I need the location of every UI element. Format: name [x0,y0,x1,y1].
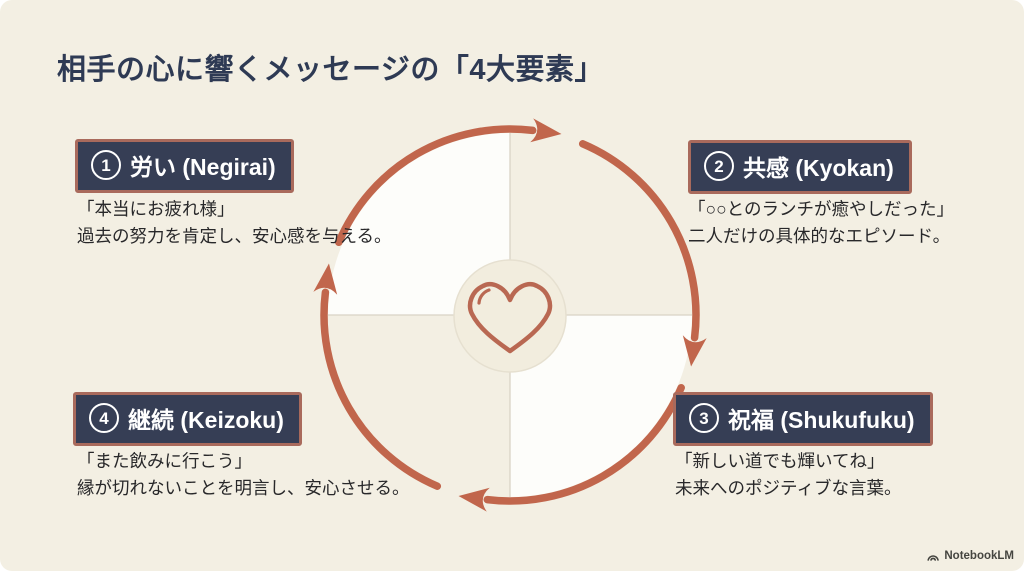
desc-line: 未来へのポジティブな言葉。 [675,478,902,498]
cycle-arrow-bottom [458,383,685,512]
element-label-kyokan: 共感 (Kyokan) [743,155,894,181]
element-label-keizoku: 継続 (Keizoku) [128,407,284,433]
element-box-negirai: 1 労い (Negirai) [75,139,294,193]
quote-line: 「また飲みに行こう」 [77,451,252,471]
circled-number-4: 4 [89,403,119,433]
circled-number-2: 2 [704,151,734,181]
circled-number-3: 3 [689,403,719,433]
notebooklm-watermark: NotebookLM [926,549,1014,562]
element-box-kyokan: 2 共感 (Kyokan) [688,140,912,194]
notebooklm-icon [927,555,940,561]
desc-line: 二人だけの具体的なエピソード。 [688,226,951,246]
quote-line: 「新しい道でも輝いてね」 [675,451,885,471]
notebooklm-label: NotebookLM [944,549,1014,562]
element-desc-shukufuku: 「新しい道でも輝いてね」 未来へのポジティブな言葉。 [675,448,901,502]
element-box-keizoku: 4 継続 (Keizoku) [73,392,302,446]
element-desc-negirai: 「本当にお疲れ様」 過去の努力を肯定し、安心感を与える。 [77,196,391,250]
element-desc-kyokan: 「○○とのランチが癒やしだった」 二人だけの具体的なエピソード。 [688,196,954,250]
desc-line: 縁が切れないことを明言し、安心させる。 [77,478,410,498]
quote-line: 「本当にお疲れ様」 [77,199,235,219]
cycle-arrow-right [578,140,707,367]
quadrant-bottom-right [510,315,692,497]
quadrant-top-left [328,133,510,315]
cycle-arrow-left [313,263,442,490]
element-label-negirai: 労い (Negirai) [130,154,276,180]
cycle-arrow-top [335,118,562,247]
element-box-shukufuku: 3 祝福 (Shukufuku) [673,392,933,446]
heart-icon [467,282,553,354]
desc-line: 過去の努力を肯定し、安心感を与える。 [77,226,392,246]
page-title: 相手の心に響くメッセージの「4大要素」 [57,54,605,86]
circled-number-1: 1 [91,150,121,180]
element-label-shukufuku: 祝福 (Shukufuku) [728,407,915,433]
quote-line: 「○○とのランチが癒やしだった」 [688,199,954,219]
element-desc-keizoku: 「また飲みに行こう」 縁が切れないことを明言し、安心させる。 [77,448,410,502]
